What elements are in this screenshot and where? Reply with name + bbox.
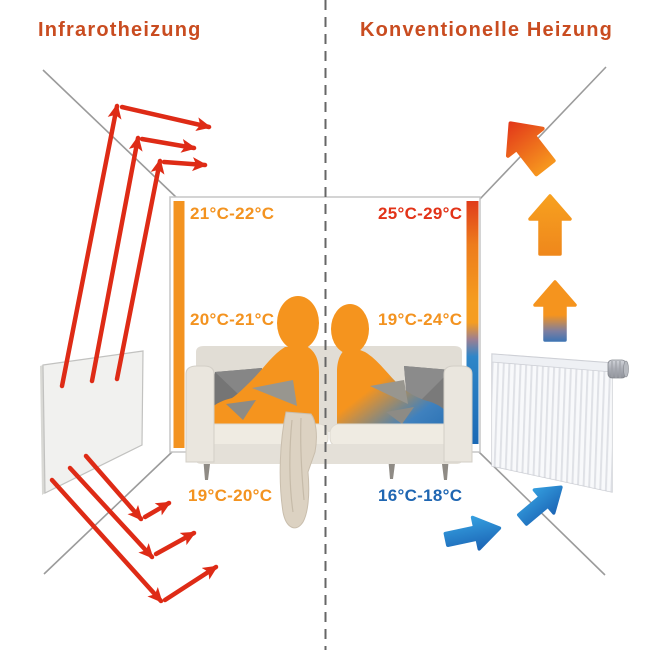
perspective-line-top-right — [478, 66, 607, 201]
radiant-heat-arrow-icon — [119, 104, 212, 132]
temp-label-left-floor: 19°C-20°C — [188, 486, 272, 505]
infrared-panel-icon — [40, 350, 144, 495]
radiant-heat-arrow-icon — [67, 465, 155, 560]
sofa-armrest — [185, 365, 215, 463]
warm-air-rising-arrow-icon — [505, 121, 556, 177]
perspective-line-bottom-left — [43, 451, 173, 575]
radiant-heat-arrow-icon — [153, 530, 197, 557]
radiant-heat-arrow-icon — [83, 453, 144, 522]
radiant-heat-arrow-icon — [139, 136, 197, 153]
right-title: Konventionelle Heizung — [360, 19, 613, 41]
cool-air-arrow-icon — [517, 485, 563, 526]
warm-air-rising-arrow-icon — [533, 280, 577, 342]
radiant-heat-arrow-icon — [89, 135, 143, 384]
temp-label-left-middle: 20°C-21°C — [190, 310, 274, 329]
temp-label-left-ceiling: 21°C-22°C — [190, 204, 274, 223]
seat-cushion — [329, 423, 459, 448]
thermostat-knob — [607, 359, 629, 379]
temp-label-right-middle: 19°C-24°C — [378, 310, 462, 329]
radiant-heat-arrow-icon — [162, 564, 219, 603]
person-arm-gap — [370, 380, 408, 404]
radiator-icon — [491, 353, 629, 493]
left-temperature-bar — [173, 201, 185, 448]
sofa-base — [196, 444, 462, 464]
person-leg-gap — [386, 407, 414, 424]
temp-label-right-floor: 16°C-18°C — [378, 486, 462, 505]
radiant-heat-arrow-icon — [114, 158, 165, 382]
radiant-heat-arrow-icon — [59, 103, 122, 389]
radiant-heat-arrow-icon — [49, 477, 164, 604]
sofa-armrest — [443, 365, 473, 463]
left-title: Infrarotheizung — [38, 19, 202, 41]
radiant-heat-arrow-icon — [142, 500, 172, 520]
person-head — [277, 296, 319, 350]
person-arm-gap — [252, 380, 297, 406]
person-leg-gap — [226, 400, 256, 420]
blanket — [279, 411, 317, 529]
radiant-heat-arrows — [49, 103, 219, 604]
cool-air-arrow-icon — [443, 515, 502, 551]
temp-label-right-ceiling: 25°C-29°C — [378, 204, 462, 223]
person-head — [331, 304, 369, 354]
convection-airflow-arrows — [443, 121, 577, 551]
radiant-heat-arrow-icon — [161, 157, 208, 172]
warm-air-rising-arrow-icon — [528, 194, 572, 256]
perspective-line-bottom-right — [478, 451, 606, 576]
